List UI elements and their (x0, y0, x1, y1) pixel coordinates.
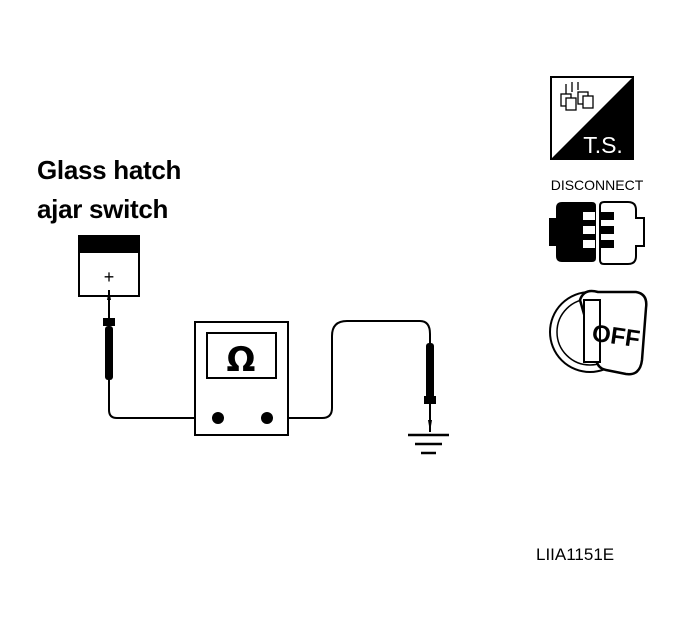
ohmmeter: Ω (194, 321, 289, 436)
right-wire (267, 320, 431, 419)
ts-icon: T.S. (550, 76, 634, 160)
figure-id: LIIA1151E (536, 545, 615, 564)
off-label: OFF (590, 320, 641, 353)
connector-mini-icon (560, 82, 594, 111)
ts-label: T.S. (583, 132, 623, 158)
disconnect-icon: DISCONNECT (549, 177, 645, 265)
left-wire (108, 380, 220, 419)
ajar-switch: + (78, 235, 140, 297)
ground-symbol (408, 433, 449, 455)
switch-terminal-label: + (104, 267, 115, 287)
meter-terminal-right (261, 412, 273, 424)
switch-label-line2: ajar switch (37, 194, 169, 224)
right-probe (424, 343, 436, 432)
meter-terminal-left (212, 412, 224, 424)
ohm-symbol: Ω (227, 340, 256, 380)
disconnect-label: DISCONNECT (551, 177, 644, 193)
switch-label-line1: Glass hatch (37, 155, 182, 185)
ignition-off-icon: OFF (549, 289, 648, 376)
left-probe (103, 290, 115, 380)
